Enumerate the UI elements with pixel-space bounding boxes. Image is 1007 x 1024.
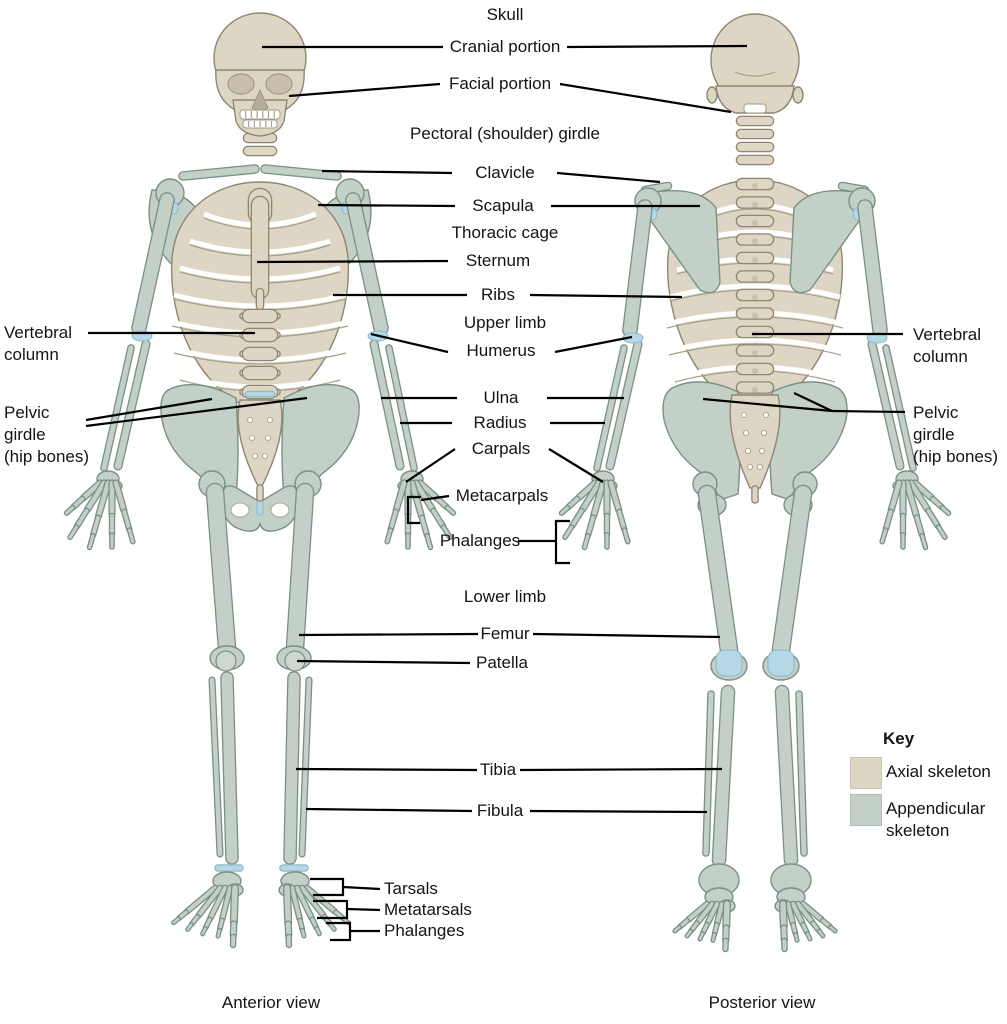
leader-line <box>554 335 633 354</box>
leader-line <box>298 632 479 637</box>
label-sternum: Sternum <box>465 251 531 270</box>
label-clavicle: Clavicle <box>475 163 535 182</box>
leader-line <box>556 171 661 184</box>
vertebral-column <box>735 177 775 394</box>
label-pelvic-girdle-left: Pelvic girdle (hip bones) <box>4 403 90 466</box>
leader-line <box>831 409 906 414</box>
key-label-axial: Axial skeleton <box>886 762 991 781</box>
arm-left <box>63 192 175 551</box>
bracket <box>313 899 349 920</box>
leader-line <box>295 767 478 772</box>
leader-line <box>405 448 456 483</box>
label-femur: Femur <box>480 624 530 643</box>
arm-right <box>857 199 952 551</box>
label-tarsals: Tarsals <box>384 879 438 898</box>
skull <box>213 12 307 137</box>
label-phalanges-foot: Phalanges <box>384 921 465 940</box>
leader-line <box>85 397 213 422</box>
label-fibula: Fibula <box>476 801 524 820</box>
leader-line <box>529 809 708 814</box>
label-ribs: Ribs <box>480 285 516 304</box>
label-thoracic-cage: Thoracic cage <box>451 223 559 242</box>
leader-line <box>702 397 833 413</box>
leader-line <box>519 767 723 772</box>
label-tibia: Tibia <box>479 760 517 779</box>
key-swatch-axial <box>850 757 882 789</box>
label-metatarsals: Metatarsals <box>384 900 472 919</box>
label-metacarpals: Metacarpals <box>455 486 549 505</box>
leader-line <box>529 293 683 299</box>
leader-line <box>559 82 732 114</box>
leader-line <box>548 448 604 483</box>
label-ulna: Ulna <box>483 388 519 407</box>
label-vertebral-column-left: Vertebral column <box>4 323 73 364</box>
pelvic-girdle <box>662 381 848 517</box>
anterior-skeleton <box>63 12 457 949</box>
leader-line <box>532 632 721 639</box>
skull <box>706 13 804 114</box>
leader-line <box>321 169 453 175</box>
leg-left <box>672 484 748 953</box>
posterior-skeleton <box>558 13 952 953</box>
caption-posterior-view: Posterior view <box>708 993 816 1012</box>
pelvic-girdle <box>160 383 360 532</box>
label-pectoral-girdle: Pectoral (shoulder) girdle <box>410 124 600 143</box>
leader-line <box>342 885 381 891</box>
leader-line <box>420 494 450 502</box>
leg-right <box>276 482 351 949</box>
neck <box>735 102 775 166</box>
key-label-appendicular: Appendicular skeleton <box>886 799 986 840</box>
bracket <box>554 519 570 565</box>
label-phalanges-hand: Phalanges <box>439 531 521 550</box>
leader-line <box>370 332 449 354</box>
leader-line <box>346 907 381 912</box>
caption-anterior-view: Anterior view <box>221 993 321 1012</box>
bracket <box>406 495 421 525</box>
label-carpals: Carpals <box>471 439 531 458</box>
leg-right <box>762 484 838 953</box>
arm-right <box>345 192 457 551</box>
label-cranial-portion: Cranial portion <box>449 37 561 56</box>
bracket <box>326 921 352 942</box>
label-radius: Radius <box>473 413 527 432</box>
leg-left <box>171 482 245 949</box>
key-title: Key <box>883 729 915 748</box>
label-pelvic-girdle-right: Pelvic girdle (hip bones) <box>913 403 999 466</box>
arm-left <box>558 199 653 551</box>
bracket <box>310 877 345 897</box>
label-upper-limb: Upper limb <box>463 313 547 332</box>
label-scapula: Scapula <box>472 196 534 215</box>
leader-line <box>317 203 456 208</box>
label-vertebral-column-right: Vertebral column <box>913 325 982 366</box>
label-facial-portion: Facial portion <box>448 74 552 93</box>
label-patella: Patella <box>476 653 528 672</box>
leader-line <box>793 392 833 412</box>
label-humerus: Humerus <box>466 341 536 360</box>
key-swatch-appendicular <box>850 794 882 826</box>
leader-line <box>566 44 748 49</box>
vertebral-column <box>239 308 281 400</box>
leader-line <box>85 396 308 428</box>
label-lower-limb: Lower limb <box>463 587 547 606</box>
leader-lines <box>85 44 906 942</box>
leader-line <box>296 659 471 665</box>
pectoral-girdle <box>634 181 876 294</box>
label-skull: Skull <box>486 5 524 24</box>
leader-line <box>256 259 449 264</box>
leader-line <box>288 82 441 98</box>
leader-line <box>305 807 473 813</box>
